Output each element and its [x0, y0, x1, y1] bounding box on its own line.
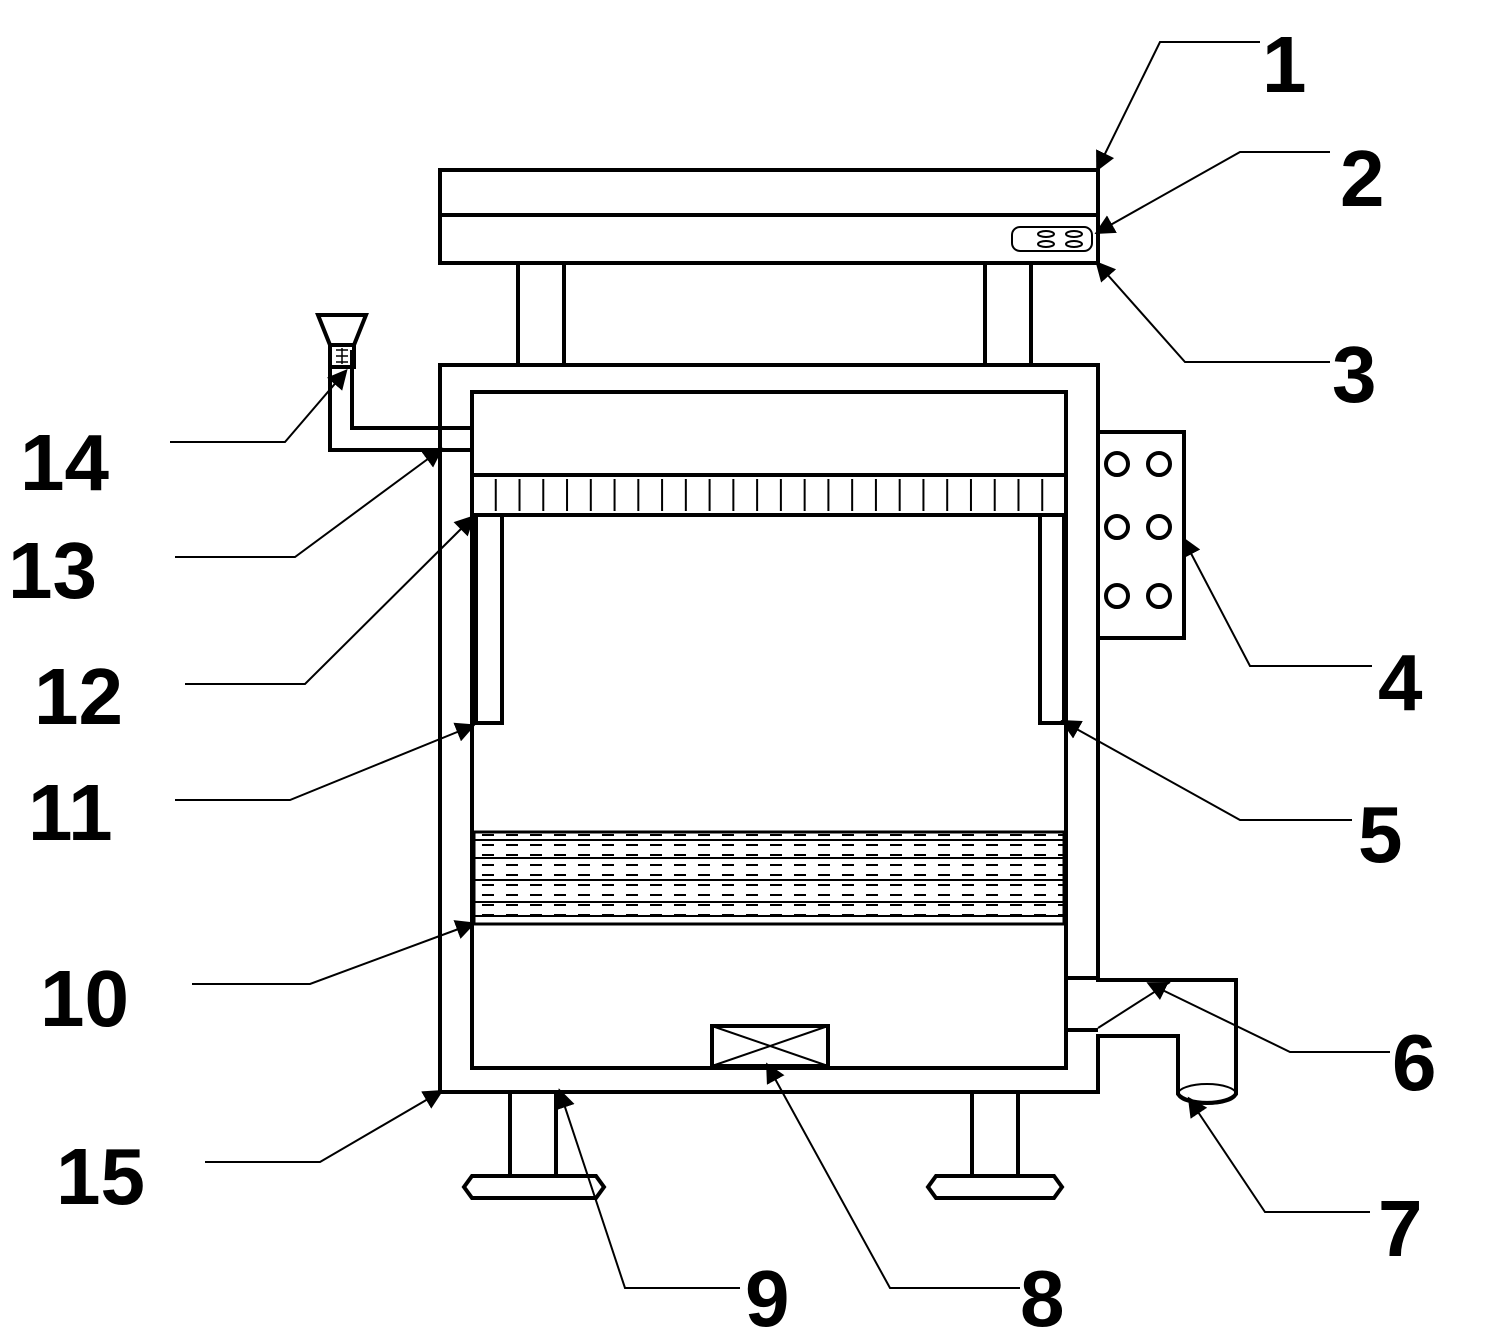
leader-6: [1146, 981, 1390, 1053]
part-labels: 1 2 3 4 5 6 7 8 9 10 11 12 13 14 15: [8, 20, 1437, 1342]
label-6: 6: [1392, 1018, 1437, 1107]
leader-12: [185, 515, 475, 685]
leader-8: [766, 1062, 1020, 1289]
leader-2: [1094, 151, 1330, 234]
leader-4: [1182, 536, 1372, 667]
mounting-plate: [438, 213, 1100, 265]
label-3: 3: [1332, 330, 1377, 419]
filter-layer: [472, 830, 1066, 926]
pump: [710, 1024, 830, 1068]
label-15: 15: [56, 1132, 145, 1221]
label-14: 14: [20, 418, 109, 507]
label-4: 4: [1378, 638, 1423, 727]
leader-1: [1096, 41, 1260, 172]
label-5: 5: [1358, 790, 1403, 879]
side-cartridges: [474, 513, 1066, 725]
leader-lines: [170, 41, 1390, 1289]
label-2: 2: [1340, 134, 1385, 223]
leader-7: [1187, 1096, 1370, 1213]
leader-11: [175, 722, 476, 801]
leader-14: [170, 368, 348, 443]
support-columns: [516, 261, 1033, 367]
spray-header: [470, 473, 1068, 517]
label-11: 11: [28, 768, 113, 857]
inlet-pipe: [315, 313, 472, 452]
control-box: [1096, 430, 1186, 640]
label-8: 8: [1020, 1254, 1065, 1337]
support-legs: [461, 1090, 1065, 1200]
leader-9: [555, 1088, 740, 1289]
label-13: 13: [8, 526, 97, 615]
label-7: 7: [1378, 1184, 1423, 1273]
leader-5: [1060, 720, 1352, 821]
leader-3: [1095, 261, 1330, 363]
leader-10: [192, 920, 476, 985]
label-1: 1: [1262, 20, 1307, 109]
leader-15: [205, 1089, 444, 1163]
label-12: 12: [34, 652, 123, 741]
leader-13: [175, 447, 444, 558]
label-9: 9: [745, 1254, 790, 1337]
label-10: 10: [40, 954, 129, 1043]
solar-panel: [438, 168, 1100, 217]
